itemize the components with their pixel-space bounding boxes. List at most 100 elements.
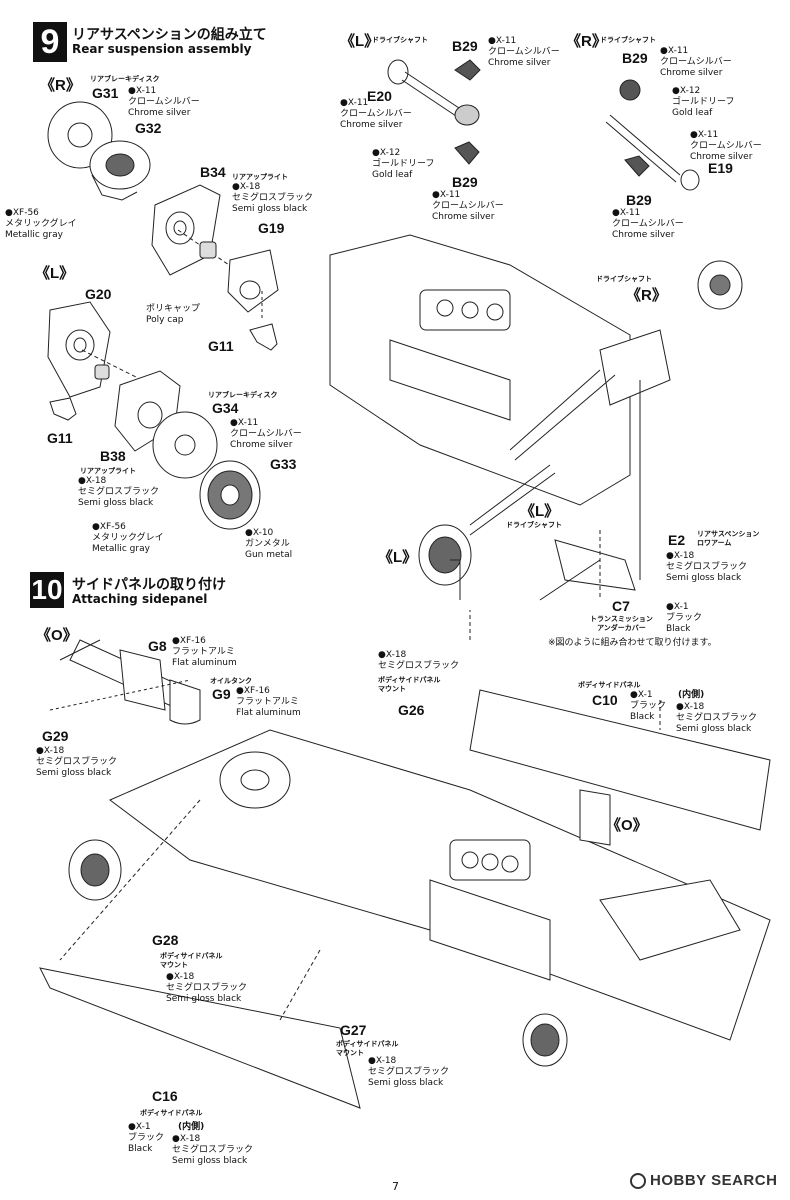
b38-code: B38 bbox=[100, 448, 126, 464]
b34-jp-label: リアアップライト bbox=[232, 173, 288, 181]
g11-upper-code: G11 bbox=[208, 338, 234, 354]
ds-r-side: 《R》 bbox=[566, 33, 607, 50]
ds-l-jp: ドライブシャフト bbox=[372, 36, 428, 44]
g28-jp: ボディサイドパネルマウント bbox=[160, 952, 223, 969]
c10-jp: ボディサイドパネル bbox=[578, 681, 641, 689]
g32-code: G32 bbox=[135, 120, 162, 136]
brake-disc-l-art bbox=[152, 411, 261, 530]
e2-jp: リアサスペンションロワアーム bbox=[697, 530, 760, 547]
assy-ds-r-jp: ドライブシャフト bbox=[596, 275, 652, 283]
g28-code: G28 bbox=[152, 932, 179, 948]
g27-code: G27 bbox=[340, 1022, 367, 1038]
brake-disc-r-art bbox=[47, 101, 151, 201]
ds-r-jp: ドライブシャフト bbox=[600, 36, 656, 44]
car-body-art bbox=[39, 689, 771, 1109]
c7-jp: トランスミッションアンダーカバー bbox=[590, 615, 653, 632]
e2-code: E2 bbox=[668, 532, 686, 548]
polycap-art bbox=[199, 241, 217, 259]
step-9-title-en: Rear suspension assembly bbox=[72, 42, 252, 56]
upright-g20-art bbox=[47, 301, 143, 398]
g9-jp: オイルタンク bbox=[210, 677, 252, 685]
driveshaft-r-art bbox=[605, 79, 700, 191]
side-o-label: 《O》 bbox=[36, 627, 78, 644]
b34-code: B34 bbox=[200, 164, 226, 180]
step-10-number: 10 bbox=[30, 572, 64, 608]
step-9-number: 9 bbox=[33, 22, 67, 62]
g19-code: G19 bbox=[258, 220, 285, 236]
b29-l-bot-code: B29 bbox=[452, 174, 478, 190]
e19-code: E19 bbox=[708, 160, 733, 176]
assy-l-side: 《L》 bbox=[378, 549, 418, 566]
c16-inner: (内側) bbox=[178, 1122, 205, 1132]
combine-note: ※図のように組み合わせて取り付けます。 bbox=[548, 638, 717, 648]
step-10-title-jp: サイドパネルの取り付け bbox=[72, 577, 226, 593]
g20-code: G20 bbox=[85, 286, 112, 302]
chassis-rear-art bbox=[329, 234, 743, 601]
side-o2-label: 《O》 bbox=[606, 817, 648, 834]
c7-code: C7 bbox=[612, 598, 630, 614]
watermark: HOBBY SEARCH bbox=[630, 1172, 777, 1189]
b29-r-top-code: B29 bbox=[622, 50, 648, 66]
g34-code: G34 bbox=[212, 400, 239, 416]
assy-ds-l-jp: ドライブシャフト bbox=[506, 521, 562, 529]
page-number: 7 bbox=[392, 1180, 399, 1193]
b38-jp-label: リアアップライト bbox=[80, 467, 136, 475]
g27-jp: ボディサイドパネルマウント bbox=[336, 1040, 399, 1057]
c10-inner: (内側) bbox=[678, 690, 705, 700]
g31-code: G31 bbox=[92, 85, 119, 101]
b29-l-top-code: B29 bbox=[452, 38, 478, 54]
oil-tank-art bbox=[49, 639, 201, 725]
ds-l-side: 《L》 bbox=[340, 33, 380, 50]
g29-code: G29 bbox=[42, 728, 69, 744]
assy-ds-r-side: 《R》 bbox=[626, 287, 667, 304]
g26-code: G26 bbox=[398, 702, 425, 718]
c10-code: C10 bbox=[592, 692, 618, 708]
g31-jp-label: リアブレーキディスク bbox=[90, 75, 160, 83]
b29-r-bot-code: B29 bbox=[626, 192, 652, 208]
c16-code: C16 bbox=[152, 1088, 178, 1104]
g8-code: G8 bbox=[148, 638, 167, 654]
g11-upper-art bbox=[249, 288, 278, 351]
upright-g19-art bbox=[227, 249, 279, 313]
g9-code: G9 bbox=[212, 686, 231, 702]
driveshaft-l-art bbox=[387, 59, 481, 165]
c16-jp: ボディサイドパネル bbox=[140, 1109, 203, 1117]
step-10-title-en: Attaching sidepanel bbox=[72, 592, 208, 606]
g11-lower-code: G11 bbox=[47, 430, 73, 446]
e20-code: E20 bbox=[367, 88, 392, 104]
side-l-label: 《L》 bbox=[35, 265, 75, 282]
g26-jp: ボディサイドパネルマウント bbox=[378, 676, 441, 693]
g34-jp-label: リアブレーキディスク bbox=[208, 391, 278, 399]
g33-code: G33 bbox=[270, 456, 297, 472]
step-9-title-jp: リアサスペンションの組み立て bbox=[72, 27, 267, 43]
watermark-logo-icon bbox=[630, 1172, 646, 1189]
g11-lower-art bbox=[49, 397, 77, 421]
